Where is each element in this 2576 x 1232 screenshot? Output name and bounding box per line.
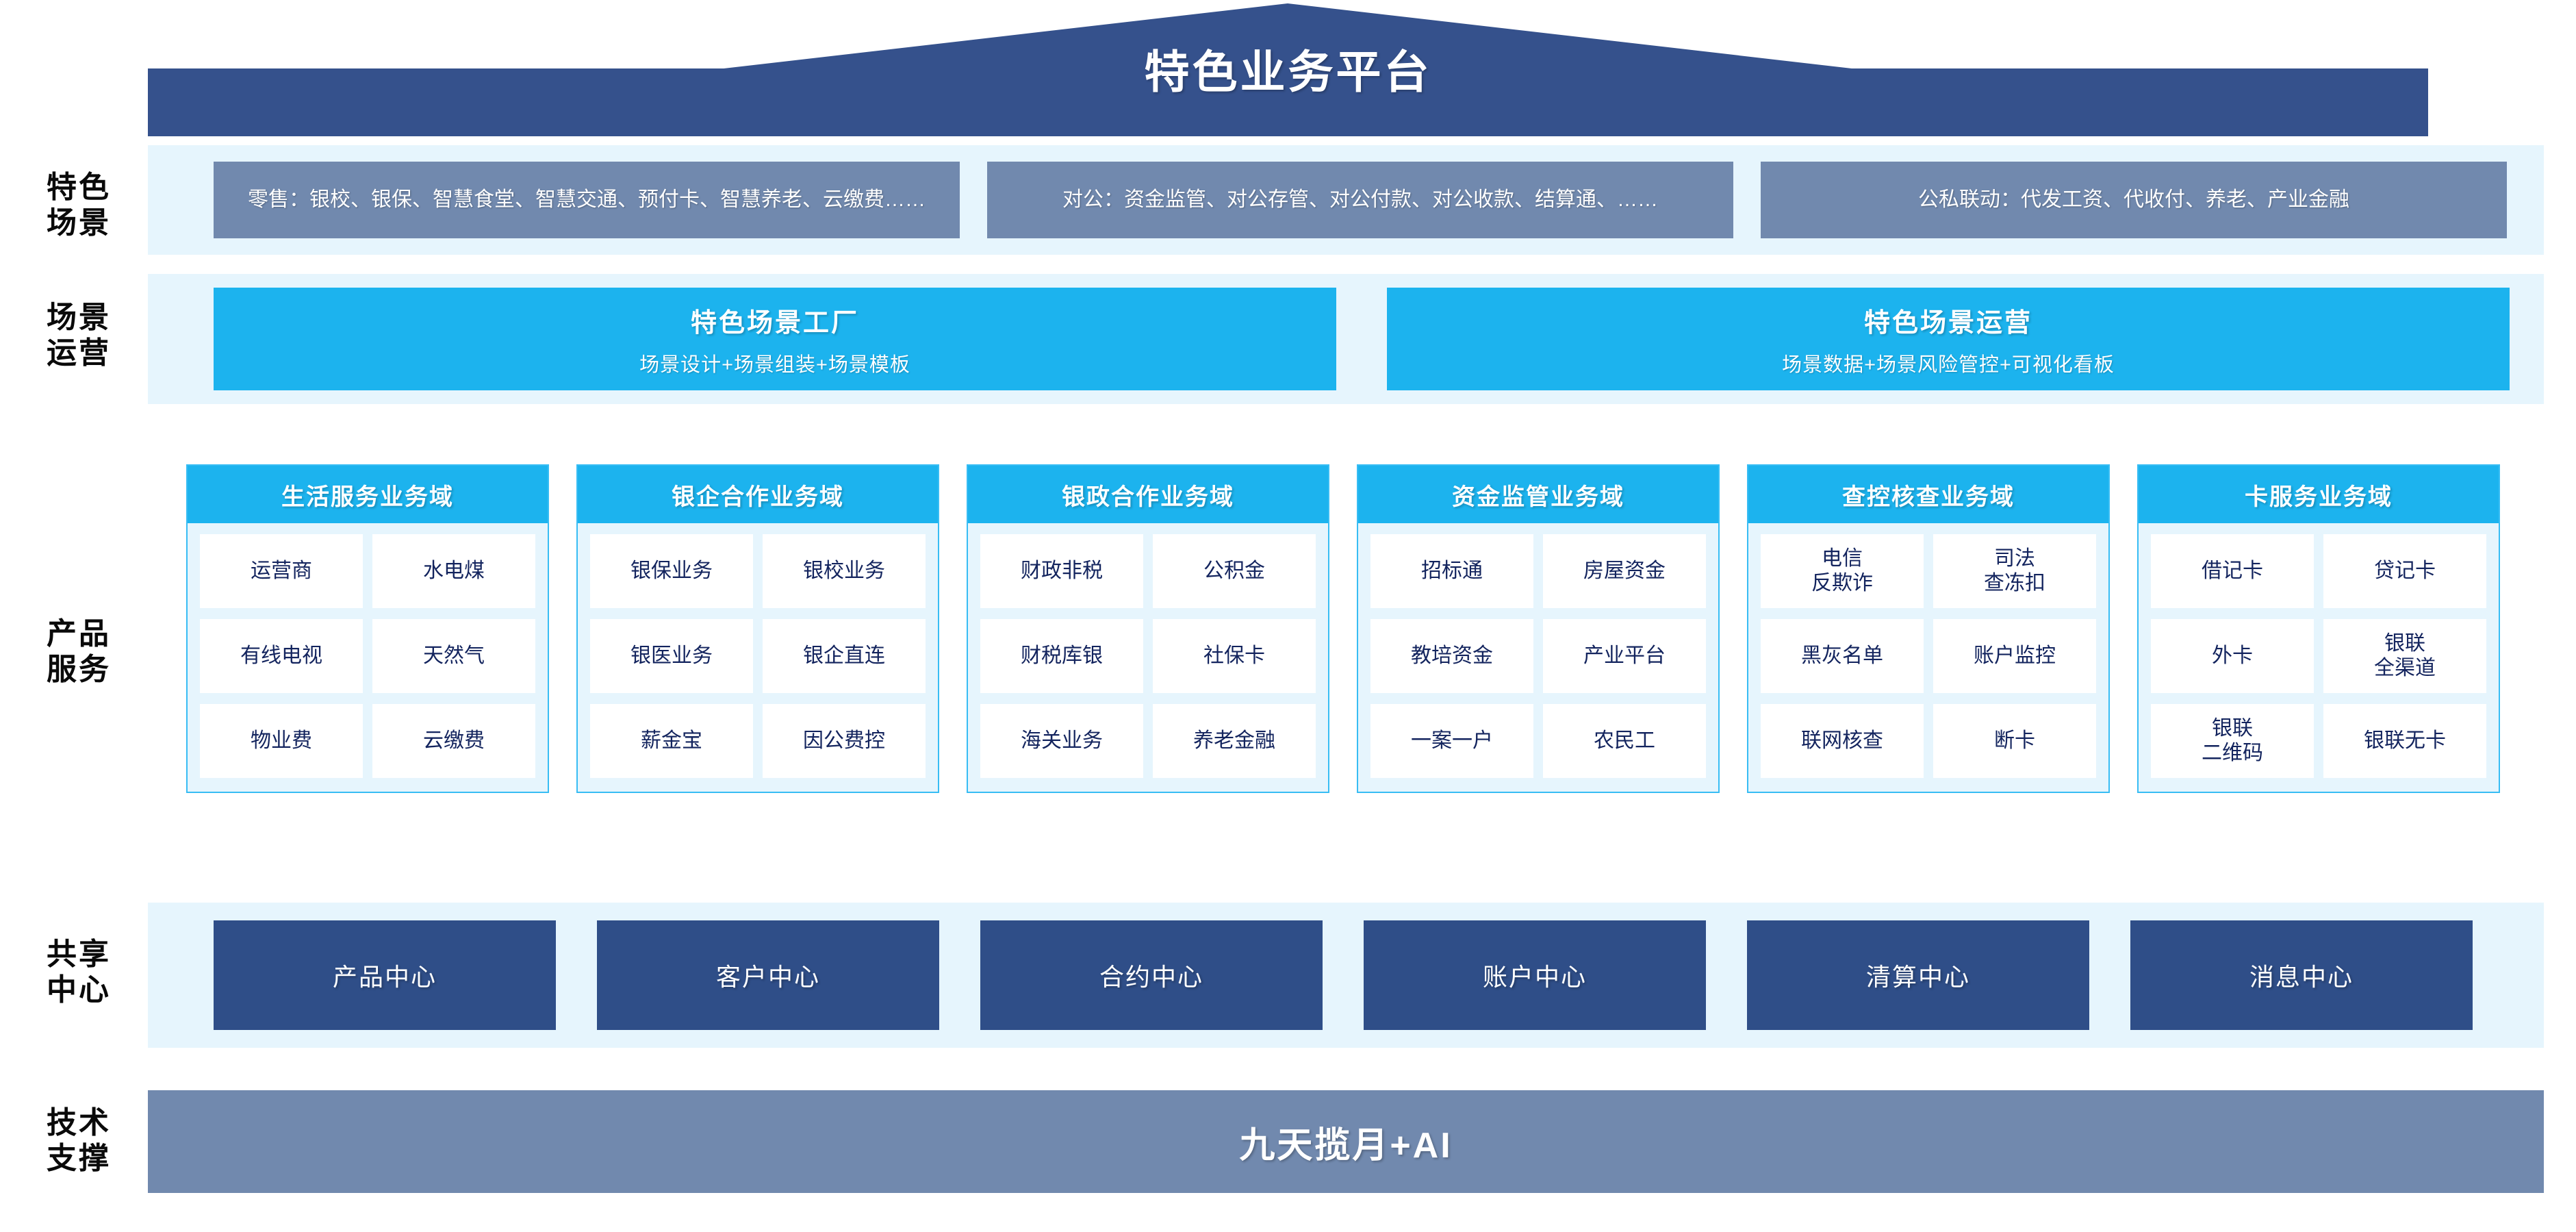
ops-box-scenario-factory[interactable]: 特色场景工厂 场景设计+场景组装+场景模板 bbox=[214, 288, 1336, 390]
domain-grid-bank-enterprise: 银保业务 银校业务 银医业务 银企直连 薪金宝 因公费控 bbox=[578, 523, 938, 792]
domain-cell[interactable]: 贷记卡 bbox=[2323, 534, 2486, 608]
row-label-tech-support: 技术 支撑 bbox=[47, 1106, 111, 1175]
domain-cell[interactable]: 断卡 bbox=[1933, 704, 2096, 778]
domain-header-life-services: 生活服务业务域 bbox=[188, 466, 548, 523]
domain-header-fund-supervision: 资金监管业务域 bbox=[1358, 466, 1718, 523]
shared-center-product[interactable]: 产品中心 bbox=[214, 920, 556, 1030]
domain-cell[interactable]: 银联无卡 bbox=[2323, 704, 2486, 778]
domain-cell[interactable]: 借记卡 bbox=[2151, 534, 2314, 608]
domain-cell[interactable]: 农民工 bbox=[1543, 704, 1706, 778]
domain-cell[interactable]: 银联 全渠道 bbox=[2323, 619, 2486, 693]
domain-cell[interactable]: 招标通 bbox=[1370, 534, 1533, 608]
shared-center-customer[interactable]: 客户中心 bbox=[597, 920, 939, 1030]
domain-cell[interactable]: 银保业务 bbox=[590, 534, 753, 608]
domain-column-bank-government[interactable]: 银政合作业务域 财政非税 公积金 财税库银 社保卡 海关业务 养老金融 bbox=[967, 464, 1329, 793]
domain-column-life-services[interactable]: 生活服务业务域 运营商 水电煤 有线电视 天然气 物业费 云缴费 bbox=[186, 464, 549, 793]
shared-center-account[interactable]: 账户中心 bbox=[1364, 920, 1706, 1030]
domain-cell[interactable]: 财政非税 bbox=[980, 534, 1143, 608]
domain-cell[interactable]: 财税库银 bbox=[980, 619, 1143, 693]
domain-header-bank-government: 银政合作业务域 bbox=[968, 466, 1328, 523]
domain-cell[interactable]: 账户监控 bbox=[1933, 619, 2096, 693]
domain-cell[interactable]: 运营商 bbox=[200, 534, 363, 608]
domain-cell[interactable]: 银企直连 bbox=[763, 619, 926, 693]
domain-grid-investigation-verification: 电信 反欺诈 司法 查冻扣 黑灰名单 账户监控 联网核查 断卡 bbox=[1748, 523, 2108, 792]
domain-cell[interactable]: 教培资金 bbox=[1370, 619, 1533, 693]
ops-title-scenario-operation: 特色场景运营 bbox=[1863, 308, 2032, 338]
roof-shape-icon bbox=[148, 3, 2428, 136]
ops-subtitle-scenario-factory: 场景设计+场景组装+场景模板 bbox=[639, 353, 910, 376]
domain-column-card-services[interactable]: 卡服务业务域 借记卡 贷记卡 外卡 银联 全渠道 银联 二维码 银联无卡 bbox=[2137, 464, 2500, 793]
domain-cell[interactable]: 司法 查冻扣 bbox=[1933, 534, 2096, 608]
domain-cell[interactable]: 外卡 bbox=[2151, 619, 2314, 693]
domain-cell[interactable]: 物业费 bbox=[200, 704, 363, 778]
row-label-scenario-operations: 场景 运营 bbox=[47, 301, 111, 370]
domain-cell[interactable]: 产业平台 bbox=[1543, 619, 1706, 693]
domain-cell[interactable]: 社保卡 bbox=[1153, 619, 1316, 693]
ops-title-scenario-factory: 特色场景工厂 bbox=[690, 308, 859, 338]
domain-cell[interactable]: 联网核查 bbox=[1761, 704, 1924, 778]
domain-header-card-services: 卡服务业务域 bbox=[2139, 466, 2499, 523]
domain-column-bank-enterprise[interactable]: 银企合作业务域 银保业务 银校业务 银医业务 银企直连 薪金宝 因公费控 bbox=[576, 464, 939, 793]
domain-cell[interactable]: 公积金 bbox=[1153, 534, 1316, 608]
domain-cell[interactable]: 海关业务 bbox=[980, 704, 1143, 778]
product-services-band: 生活服务业务域 运营商 水电煤 有线电视 天然气 物业费 云缴费 银企合作业务域… bbox=[148, 430, 2544, 882]
domain-grid-life-services: 运营商 水电煤 有线电视 天然气 物业费 云缴费 bbox=[188, 523, 548, 792]
page-title: 特色业务平台 bbox=[1144, 47, 1432, 97]
ops-box-scenario-operation[interactable]: 特色场景运营 场景数据+场景风险管控+可视化看板 bbox=[1387, 288, 2510, 390]
domain-header-investigation-verification: 查控核查业务域 bbox=[1748, 466, 2108, 523]
domain-column-fund-supervision[interactable]: 资金监管业务域 招标通 房屋资金 教培资金 产业平台 一案一户 农民工 bbox=[1357, 464, 1720, 793]
featured-scenarios-band: 零售：银校、银保、智慧食堂、智慧交通、预付卡、智慧养老、云缴费…… 对公：资金监… bbox=[148, 145, 2544, 255]
domain-cell[interactable]: 银校业务 bbox=[763, 534, 926, 608]
domain-cell[interactable]: 云缴费 bbox=[372, 704, 535, 778]
shared-center-settlement[interactable]: 清算中心 bbox=[1747, 920, 2089, 1030]
domain-header-bank-enterprise: 银企合作业务域 bbox=[578, 466, 938, 523]
domain-grid-bank-government: 财政非税 公积金 财税库银 社保卡 海关业务 养老金融 bbox=[968, 523, 1328, 792]
domain-grid-card-services: 借记卡 贷记卡 外卡 银联 全渠道 银联 二维码 银联无卡 bbox=[2139, 523, 2499, 792]
domain-cell[interactable]: 天然气 bbox=[372, 619, 535, 693]
domain-cell[interactable]: 因公费控 bbox=[763, 704, 926, 778]
shared-centers-band: 产品中心 客户中心 合约中心 账户中心 清算中心 消息中心 bbox=[148, 903, 2544, 1048]
domain-cell[interactable]: 一案一户 bbox=[1370, 704, 1533, 778]
domain-cell[interactable]: 银医业务 bbox=[590, 619, 753, 693]
scenario-box-retail[interactable]: 零售：银校、银保、智慧食堂、智慧交通、预付卡、智慧养老、云缴费…… bbox=[214, 162, 960, 238]
scenario-box-public-private-linkage[interactable]: 公私联动：代发工资、代收付、养老、产业金融 bbox=[1761, 162, 2507, 238]
domain-cell[interactable]: 薪金宝 bbox=[590, 704, 753, 778]
domain-column-investigation-verification[interactable]: 查控核查业务域 电信 反欺诈 司法 查冻扣 黑灰名单 账户监控 联网核查 断卡 bbox=[1747, 464, 2110, 793]
scenario-operations-band: 特色场景工厂 场景设计+场景组装+场景模板 特色场景运营 场景数据+场景风险管控… bbox=[148, 274, 2544, 404]
row-label-shared-centers: 共享 中心 bbox=[47, 938, 111, 1007]
domain-cell[interactable]: 房屋资金 bbox=[1543, 534, 1706, 608]
tech-support-bar[interactable]: 九天揽月+AI bbox=[148, 1090, 2544, 1193]
platform-roof-banner: 特色业务平台 bbox=[0, 0, 2576, 140]
domain-cell[interactable]: 水电煤 bbox=[372, 534, 535, 608]
domain-grid-fund-supervision: 招标通 房屋资金 教培资金 产业平台 一案一户 农民工 bbox=[1358, 523, 1718, 792]
domain-cell[interactable]: 电信 反欺诈 bbox=[1761, 534, 1924, 608]
domain-cell[interactable]: 养老金融 bbox=[1153, 704, 1316, 778]
domain-cell[interactable]: 银联 二维码 bbox=[2151, 704, 2314, 778]
scenario-box-corporate[interactable]: 对公：资金监管、对公存管、对公付款、对公收款、结算通、…… bbox=[987, 162, 1733, 238]
domain-cell[interactable]: 有线电视 bbox=[200, 619, 363, 693]
ops-subtitle-scenario-operation: 场景数据+场景风险管控+可视化看板 bbox=[1782, 353, 2115, 376]
shared-center-message[interactable]: 消息中心 bbox=[2130, 920, 2473, 1030]
domain-cell[interactable]: 黑灰名单 bbox=[1761, 619, 1924, 693]
row-label-featured-scenarios: 特色 场景 bbox=[47, 171, 111, 240]
shared-center-contract[interactable]: 合约中心 bbox=[980, 920, 1323, 1030]
row-label-product-services: 产品 服务 bbox=[47, 617, 111, 686]
